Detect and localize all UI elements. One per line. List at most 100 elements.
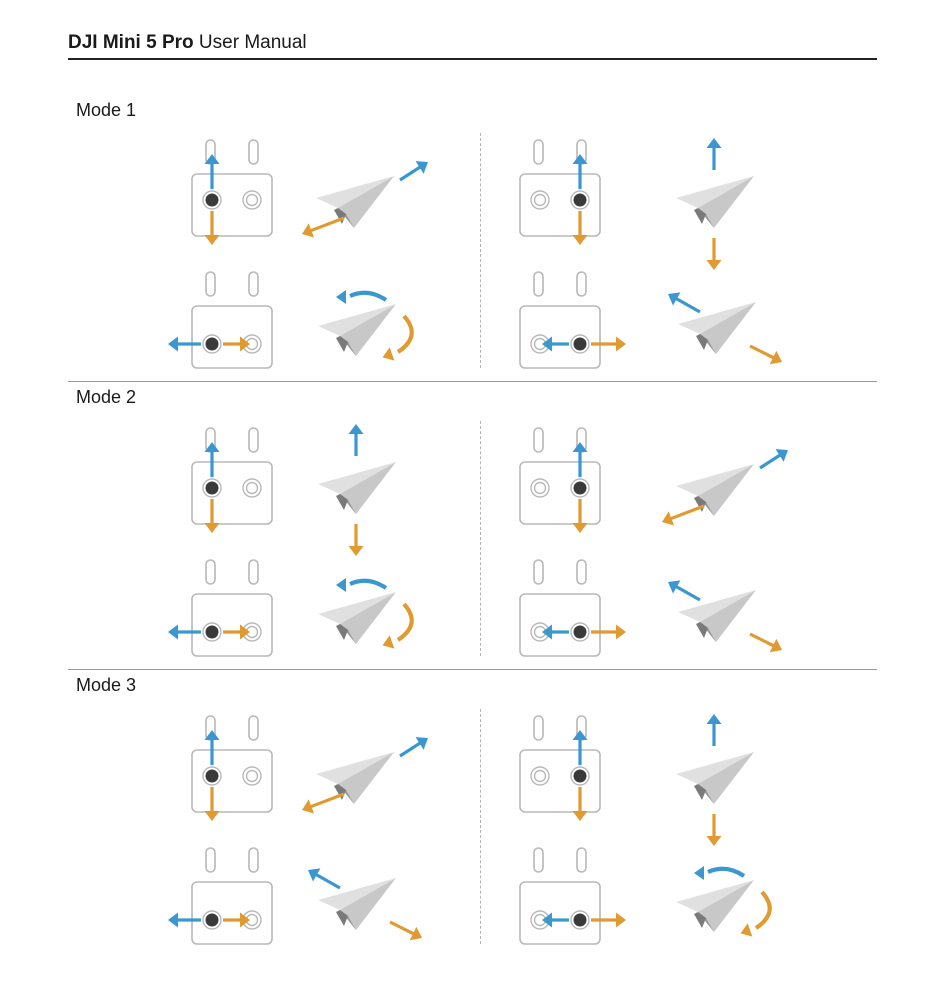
- controller-body: [519, 593, 601, 657]
- active-stick: [202, 334, 222, 354]
- mode-1-title: Mode 1: [76, 100, 137, 120]
- remote-controller: [191, 715, 273, 821]
- forward-arrow: [759, 449, 788, 470]
- remote-controller: [519, 139, 601, 245]
- aircraft-throttle: [676, 714, 754, 846]
- stick: [530, 766, 550, 786]
- paper-plane: [676, 176, 754, 228]
- stick: [530, 190, 550, 210]
- left-arrow: [168, 624, 201, 640]
- active-stick: [570, 334, 590, 354]
- right-arrow: [223, 624, 250, 640]
- down-arrow: [572, 211, 588, 245]
- yaw-right-arrow: [382, 602, 414, 649]
- antenna: [205, 559, 259, 585]
- paper-plane: [676, 880, 754, 932]
- aircraft-roll: [308, 868, 422, 941]
- active-stick: [202, 766, 222, 786]
- roll-right-arrow: [749, 632, 782, 653]
- active-stick: [202, 478, 222, 498]
- paper-plane: [678, 302, 756, 354]
- up-arrow: [572, 442, 588, 477]
- descend-arrow: [348, 524, 364, 556]
- backward-arrow: [302, 216, 345, 238]
- ascend-arrow: [348, 424, 364, 456]
- right-arrow: [591, 336, 626, 352]
- stick: [530, 478, 550, 498]
- stick: [242, 766, 262, 786]
- right-arrow: [223, 912, 250, 928]
- backward-arrow: [302, 792, 345, 814]
- active-stick: [202, 622, 222, 642]
- remote-controller: [168, 559, 273, 657]
- aircraft-pitch: [302, 737, 428, 814]
- paper-plane: [316, 176, 394, 228]
- paper-plane: [318, 878, 396, 930]
- left-arrow: [542, 912, 569, 928]
- antenna: [533, 271, 587, 297]
- left-arrow: [168, 912, 201, 928]
- remote-controller: [168, 847, 273, 945]
- aircraft-yaw: [318, 290, 414, 361]
- remote-controller: [519, 427, 601, 533]
- right-arrow: [223, 336, 250, 352]
- aircraft-throttle: [318, 424, 396, 556]
- up-arrow: [572, 730, 588, 765]
- paper-plane: [316, 752, 394, 804]
- up-arrow: [204, 442, 220, 477]
- yaw-left-arrow: [336, 578, 388, 592]
- yaw-right-arrow: [740, 890, 772, 937]
- right-arrow: [591, 624, 626, 640]
- active-stick: [570, 910, 590, 930]
- remote-controller: [168, 271, 273, 369]
- active-stick: [570, 478, 590, 498]
- controller-body: [191, 881, 273, 945]
- stick: [242, 478, 262, 498]
- antenna: [533, 847, 587, 873]
- paper-plane: [318, 592, 396, 644]
- mode-3-title: Mode 3: [76, 675, 137, 695]
- column-divider: [480, 709, 481, 944]
- antenna: [533, 559, 587, 585]
- active-stick: [570, 622, 590, 642]
- remote-controller: [519, 715, 601, 821]
- active-stick: [202, 910, 222, 930]
- paper-plane: [318, 304, 396, 356]
- right-arrow: [591, 912, 626, 928]
- header-title: User Manual: [193, 32, 307, 53]
- yaw-left-arrow: [336, 290, 388, 304]
- down-arrow: [204, 211, 220, 245]
- forward-arrow: [399, 161, 428, 182]
- controller-body: [519, 881, 601, 945]
- aircraft-pitch: [302, 161, 428, 238]
- roll-left-arrow: [668, 292, 701, 314]
- descend-arrow: [706, 238, 722, 270]
- remote-controller: [519, 271, 626, 369]
- down-arrow: [204, 787, 220, 821]
- up-arrow: [572, 154, 588, 189]
- aircraft-yaw: [318, 578, 414, 649]
- controller-body: [519, 305, 601, 369]
- controller-body: [191, 593, 273, 657]
- yaw-left-arrow: [694, 866, 746, 880]
- down-arrow: [572, 499, 588, 533]
- column-divider: [480, 133, 481, 368]
- remote-controller: [191, 139, 273, 245]
- aircraft-roll: [668, 292, 782, 365]
- forward-arrow: [399, 737, 428, 758]
- antenna: [205, 271, 259, 297]
- roll-left-arrow: [308, 868, 341, 890]
- aircraft-pitch: [662, 449, 788, 526]
- roll-left-arrow: [668, 580, 701, 602]
- left-arrow: [542, 624, 569, 640]
- mode-2-title: Mode 2: [76, 387, 137, 407]
- backward-arrow: [662, 504, 705, 526]
- up-arrow: [204, 154, 220, 189]
- paper-plane: [676, 464, 754, 516]
- paper-plane: [318, 462, 396, 514]
- aircraft-throttle: [676, 138, 754, 270]
- ascend-arrow: [706, 138, 722, 170]
- remote-controller: [519, 847, 626, 945]
- antenna: [205, 847, 259, 873]
